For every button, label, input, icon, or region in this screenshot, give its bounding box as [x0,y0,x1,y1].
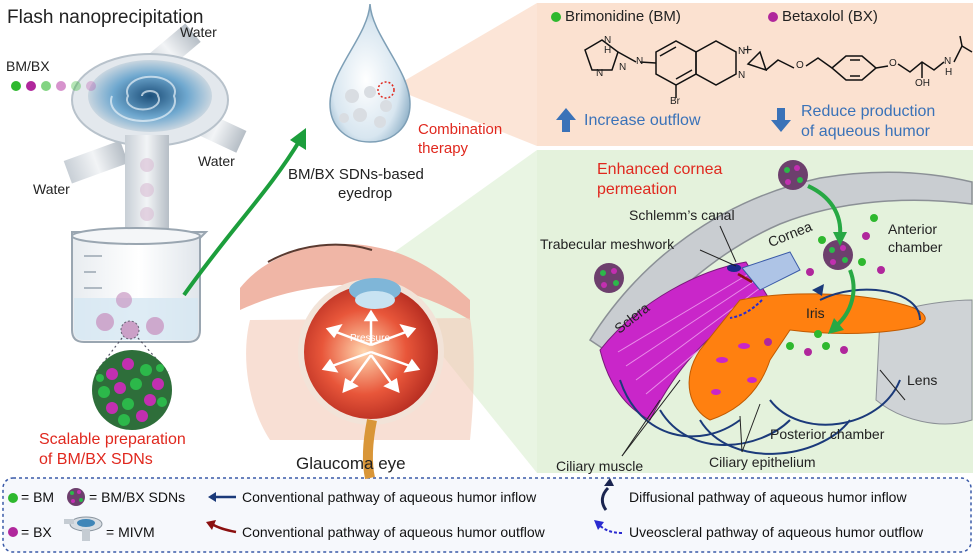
legend-diffusional-arrow [600,486,610,511]
plus-sign: + [743,42,753,59]
legend-uveoscleral-label: Uveoscleral pathway of aqueous humor out… [629,524,924,540]
bm-structure [584,39,737,98]
bx-atom-h: H [945,67,953,78]
bm-atom-br: Br [670,96,680,107]
enhanced-line2: permeation [597,181,678,198]
bm-effect: Increase outflow [584,112,701,129]
posterior-label: Posterior chamber [770,426,885,442]
legend-mivm-icon [64,516,103,541]
sdn-particles-anatomy [594,160,853,293]
drug-panel [537,3,973,146]
legend-bm-label: = BM [21,489,55,505]
legend-diffusional-label: Diffusional pathway of aqueous humor inf… [629,489,907,505]
bx-structure [746,35,973,81]
iris-label: Iris [806,305,825,321]
outflow-arrow [737,272,753,284]
permeation-arrow-1 [807,184,843,237]
anterior-line2: chamber [888,239,943,255]
legend-mivm-label: = MIVM [106,524,155,540]
combination-line1: Combination [418,121,503,138]
bm-atom-nh-lower: N [596,68,604,79]
drop-zoom-marker [377,81,395,99]
legend-sdn-label: = BM/BX SDNs [89,489,186,505]
bm-atom-n3: N [738,70,746,81]
bx-dot [26,81,36,91]
caption-line2: of BM/BX SDNs [39,451,153,468]
permeation-arrow-2 [834,269,856,328]
aqueous-pathways [619,288,921,455]
free-drug-dots [764,214,885,356]
bm-atom-nh2: N [619,62,627,73]
pressure-label: Pressure [350,333,391,344]
legend-outflow-arrow [211,522,237,534]
bx-atom-o2: O [889,58,897,69]
bx-effect-line1: Reduce production [801,103,936,120]
increase-arrow [556,108,576,132]
combination-line2: therapy [418,140,469,157]
reduce-arrow [771,108,791,132]
trabecular-meshwork [741,251,801,291]
eyedrop-line1: BM/BX SDNs-based [288,166,424,183]
leader-lines [621,225,906,457]
schlemm-label: Schlemm’s canal [629,207,735,223]
eye-caption: Glaucoma eye [296,454,406,473]
bx-atom-oh: OH [915,78,930,89]
legend-box [2,477,972,553]
trabecular-label: Trabecular meshwork [540,236,675,252]
iris [688,293,926,421]
bx-legend-dot [768,12,778,22]
legend-outflow-label: Conventional pathway of aqueous humor ou… [242,524,545,540]
legend-inflow-label: Conventional pathway of aqueous humor in… [242,489,537,505]
ciliary-muscle-label: Ciliary muscle [556,458,644,474]
drug-funnel [392,3,537,146]
process-arrow [182,138,302,297]
input-label: BM/BX [6,58,50,74]
anatomy-funnel [372,150,537,473]
bm-atom-n2: N [738,46,746,57]
optic-nerve [362,419,377,480]
bx-atom-o1: O [796,60,804,71]
water-inlet-left [63,140,129,184]
legend-bx-dot [8,527,18,537]
sdn-particle-pattern [96,358,167,426]
process-title: Flash nanoprecipitation [7,7,204,28]
anterior-line1: Anterior [888,221,938,237]
bm-atom-n: N [636,56,644,67]
eyedrop-line2: eyedrop [338,185,393,202]
pressure-arrows [321,309,421,394]
water-label-left: Water [33,181,70,197]
caption-line1: Scalable preparation [39,431,186,448]
legend-bm-dot [8,493,18,503]
schlemms-canal [727,264,741,272]
lens [875,299,973,425]
lens-label: Lens [907,372,938,388]
legend-sdn-icon [67,488,85,506]
water-label-right: Water [198,153,235,169]
water-label-top: Water [180,24,217,40]
bx-atom-n: N [944,56,952,67]
bm-legend-dot [551,12,561,22]
bx-effect-line2: of aqueous humor [801,123,930,140]
legend-bx-label: = BX [21,524,52,540]
bm-name: Brimonidine (BM) [565,8,681,25]
legend-uveoscleral-arrow [597,523,623,534]
bm-dot [11,81,21,91]
bx-name: Betaxolol (BX) [782,8,878,25]
enhanced-line1: Enhanced cornea [597,161,723,178]
ciliary-epithelium-label: Ciliary epithelium [709,454,816,470]
